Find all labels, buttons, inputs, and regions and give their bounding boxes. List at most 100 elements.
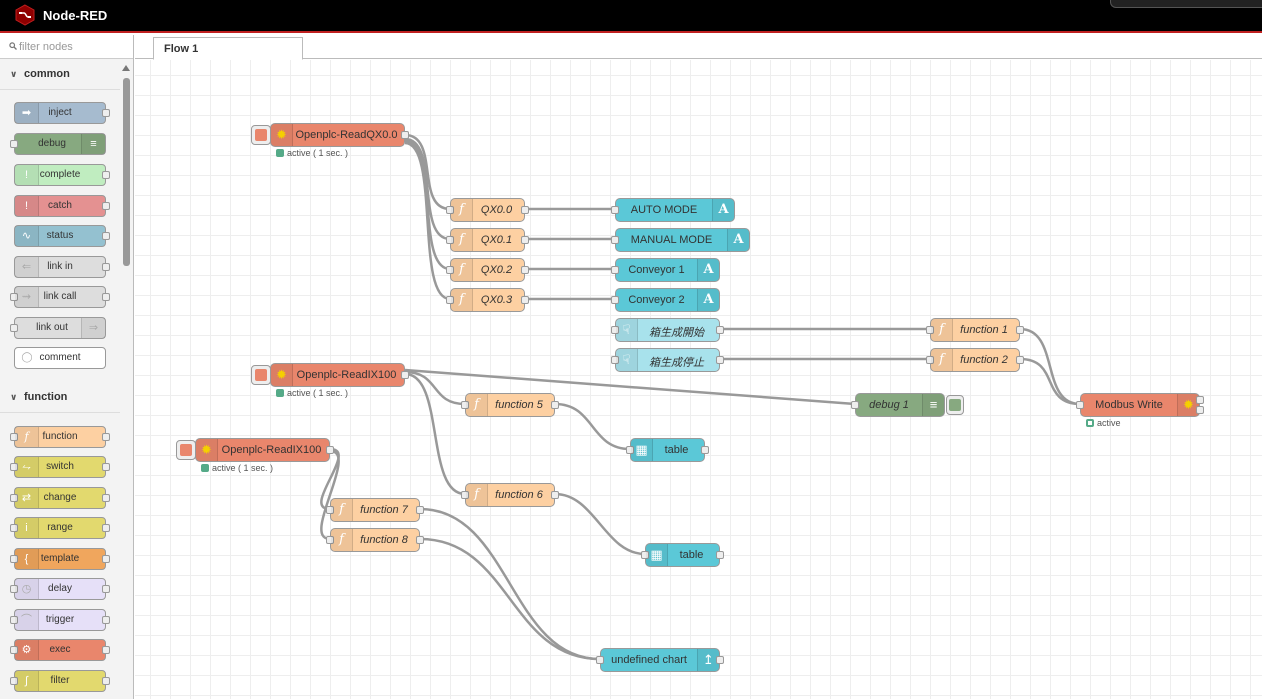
inject-button[interactable]	[251, 365, 271, 385]
table-node-2[interactable]: ▦ table	[641, 543, 724, 567]
palette-node-catch[interactable]: ! catch	[14, 195, 110, 217]
palette-node-complete[interactable]: ! complete	[14, 164, 110, 186]
output-port	[416, 536, 424, 544]
input-port	[446, 236, 454, 244]
palette-node-link-in[interactable]: ⇐ link in	[14, 256, 110, 278]
node-palette: ∨ common ➡ inject debug ≡ ! complete ! c…	[0, 35, 134, 699]
input-port	[446, 296, 454, 304]
function-node-qx01[interactable]: f QX0.1	[446, 228, 529, 252]
function-icon: f	[331, 529, 353, 551]
search-icon	[9, 42, 17, 50]
function-node-6[interactable]: f function 6	[461, 483, 559, 507]
chart-node[interactable]: undefined chart ↥	[596, 648, 724, 672]
input-port	[611, 236, 619, 244]
inject-button[interactable]	[251, 125, 271, 145]
text-node-conveyor-1[interactable]: Conveyor 1 A	[611, 258, 720, 282]
text-node-auto-mode[interactable]: AUTO MODE A	[611, 198, 735, 222]
gear-icon: ✹	[1177, 394, 1199, 416]
status-dot-icon	[201, 464, 209, 472]
output-port	[401, 131, 409, 139]
category-label: function	[24, 391, 68, 403]
debug-node-1[interactable]: debug 1 ≡	[851, 393, 945, 417]
palette-node-switch[interactable]: ⥊ switch	[10, 456, 110, 478]
inject-button[interactable]	[176, 440, 196, 460]
output-port	[701, 446, 709, 454]
link-out-icon: ⇒	[81, 318, 105, 338]
status-dot-icon	[276, 389, 284, 397]
range-icon: i	[15, 518, 39, 538]
palette-node-function[interactable]: f function	[10, 426, 110, 448]
openplc-read-qx-node[interactable]: ✹ Openplc-ReadQX0.0	[270, 123, 409, 147]
link-call-icon: ⇝	[15, 287, 39, 307]
palette-node-delay[interactable]: ◷ delay	[10, 578, 110, 600]
output-port	[521, 266, 529, 274]
exclamation-icon: !	[15, 165, 39, 185]
palette-node-exec[interactable]: ⚙ exec	[10, 639, 110, 661]
filter-icon: ∫	[15, 671, 39, 691]
button-node-start[interactable]: ☟ 箱生成開始	[611, 318, 724, 342]
input-port	[611, 296, 619, 304]
exclamation-icon: !	[15, 196, 39, 216]
input-port	[10, 293, 18, 301]
text-node-manual-mode[interactable]: MANUAL MODE A	[611, 228, 750, 252]
palette-node-debug[interactable]: debug ≡	[10, 133, 106, 155]
output-port	[102, 232, 110, 240]
chevron-down-icon: ∨	[10, 392, 18, 402]
category-common[interactable]: ∨ common	[0, 60, 120, 90]
node-red-logo-icon	[15, 4, 35, 26]
function-icon: f	[15, 427, 39, 447]
palette-node-status[interactable]: ∿ status	[14, 225, 110, 247]
palette-node-inject[interactable]: ➡ inject	[14, 102, 110, 124]
input-port	[446, 266, 454, 274]
input-port	[611, 326, 619, 334]
function-icon: f	[931, 349, 953, 371]
button-node-stop[interactable]: ☟ 箱生成停止	[611, 348, 724, 372]
palette-node-link-out[interactable]: link out ⇒	[10, 317, 106, 339]
openplc-read-ix-node-1[interactable]: ✹ Openplc-ReadIX100	[270, 363, 409, 387]
text-node-conveyor-2[interactable]: Conveyor 2 A	[611, 288, 720, 312]
header-toolbar[interactable]	[1110, 0, 1262, 8]
palette-node-link-call[interactable]: ⇝ link call	[10, 286, 110, 308]
palette-node-filter[interactable]: ∫ filter	[10, 670, 110, 692]
output-port	[102, 677, 110, 685]
function-icon: f	[466, 394, 488, 416]
filter-nodes-input[interactable]	[19, 38, 129, 56]
function-node-qx02[interactable]: f QX0.2	[446, 258, 529, 282]
palette-node-trigger[interactable]: ⌒ trigger	[10, 609, 110, 631]
scroll-up-arrow-icon[interactable]	[122, 65, 130, 71]
input-port	[461, 401, 469, 409]
function-icon: f	[451, 229, 473, 251]
category-label: common	[24, 68, 70, 80]
palette-node-comment[interactable]: ◯ comment	[14, 347, 106, 369]
palette-node-template[interactable]: { template	[10, 548, 110, 570]
filter-box	[0, 35, 133, 59]
category-function[interactable]: ∨ function	[0, 383, 120, 413]
function-node-5[interactable]: f function 5	[461, 393, 559, 417]
output-port	[551, 401, 559, 409]
palette-node-range[interactable]: i range	[10, 517, 110, 539]
palette-node-change[interactable]: ⇄ change	[10, 487, 110, 509]
function-node-7[interactable]: f function 7	[326, 498, 424, 522]
input-port	[926, 356, 934, 364]
debug-toggle-button[interactable]	[946, 395, 964, 415]
input-port	[10, 494, 18, 502]
output-port	[716, 656, 724, 664]
input-port	[10, 585, 18, 593]
function-node-2[interactable]: f function 2	[926, 348, 1024, 372]
function-node-1[interactable]: f function 1	[926, 318, 1024, 342]
openplc-read-ix-node-2[interactable]: ✹ Openplc-ReadIX100	[195, 438, 334, 462]
input-port	[10, 463, 18, 471]
list-icon: ≡	[81, 134, 105, 154]
input-port	[10, 646, 18, 654]
palette-scrollbar-thumb[interactable]	[123, 78, 130, 266]
output-port	[1016, 326, 1024, 334]
function-node-8[interactable]: f function 8	[326, 528, 424, 552]
modbus-write-node[interactable]: Modbus Write ✹	[1076, 393, 1204, 417]
tab-flow-1[interactable]: Flow 1	[153, 37, 303, 60]
table-node-1[interactable]: ▦ table	[626, 438, 709, 462]
function-node-qx00[interactable]: f QX0.0	[446, 198, 529, 222]
function-node-qx03[interactable]: f QX0.3	[446, 288, 529, 312]
output-port	[102, 524, 110, 532]
output-port	[102, 616, 110, 624]
input-port	[626, 446, 634, 454]
